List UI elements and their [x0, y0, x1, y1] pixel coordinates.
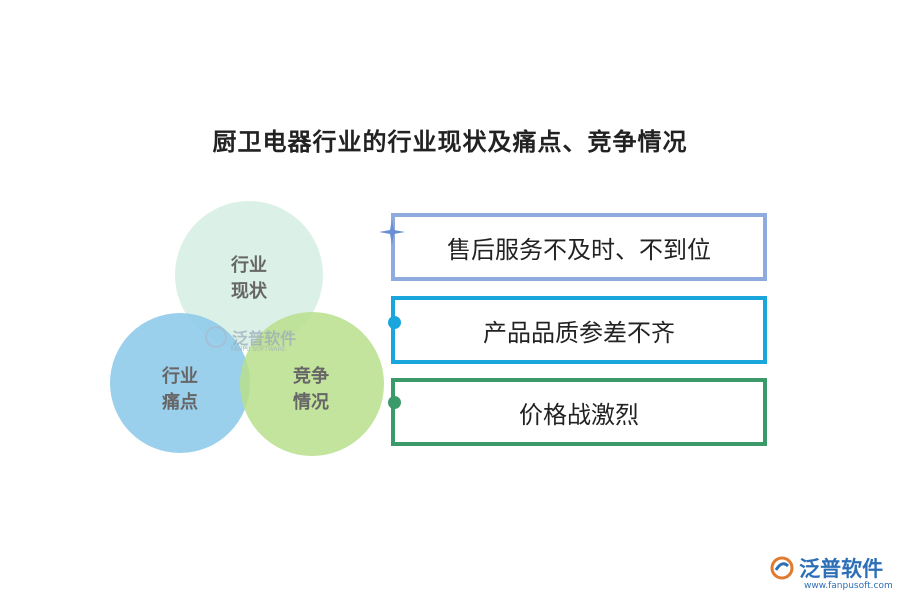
brand-logo: 泛普软件 www.fanpusoft.com	[770, 553, 893, 591]
fanpu-logo-icon	[770, 556, 794, 580]
circle-label-competition: 竞争情况	[293, 366, 329, 413]
circle-industry-status	[175, 201, 323, 349]
circle-industry-pain	[110, 313, 250, 453]
diagram-title: 厨卫电器行业的行业现状及痛点、竞争情况	[212, 127, 688, 156]
dot-icon	[388, 316, 401, 329]
item-text: 产品品质参差不齐	[483, 318, 675, 347]
star-icon	[379, 219, 405, 245]
watermark: 泛普软件 FANPU SOFTWARE	[205, 325, 296, 353]
watermark-logo-icon	[205, 326, 227, 348]
circle-competition	[240, 312, 384, 456]
item-box-quality: 产品品质参差不齐	[388, 296, 767, 364]
dot-icon	[388, 396, 401, 409]
item-text: 价格战激烈	[519, 400, 639, 429]
item-box-after-sales: 售后服务不及时、不到位	[379, 213, 767, 281]
item-text: 售后服务不及时、不到位	[447, 235, 711, 264]
circle-label-pain: 行业痛点	[162, 366, 198, 413]
circle-label-status: 行业现状	[231, 255, 267, 302]
item-box-price-war: 价格战激烈	[388, 378, 767, 446]
